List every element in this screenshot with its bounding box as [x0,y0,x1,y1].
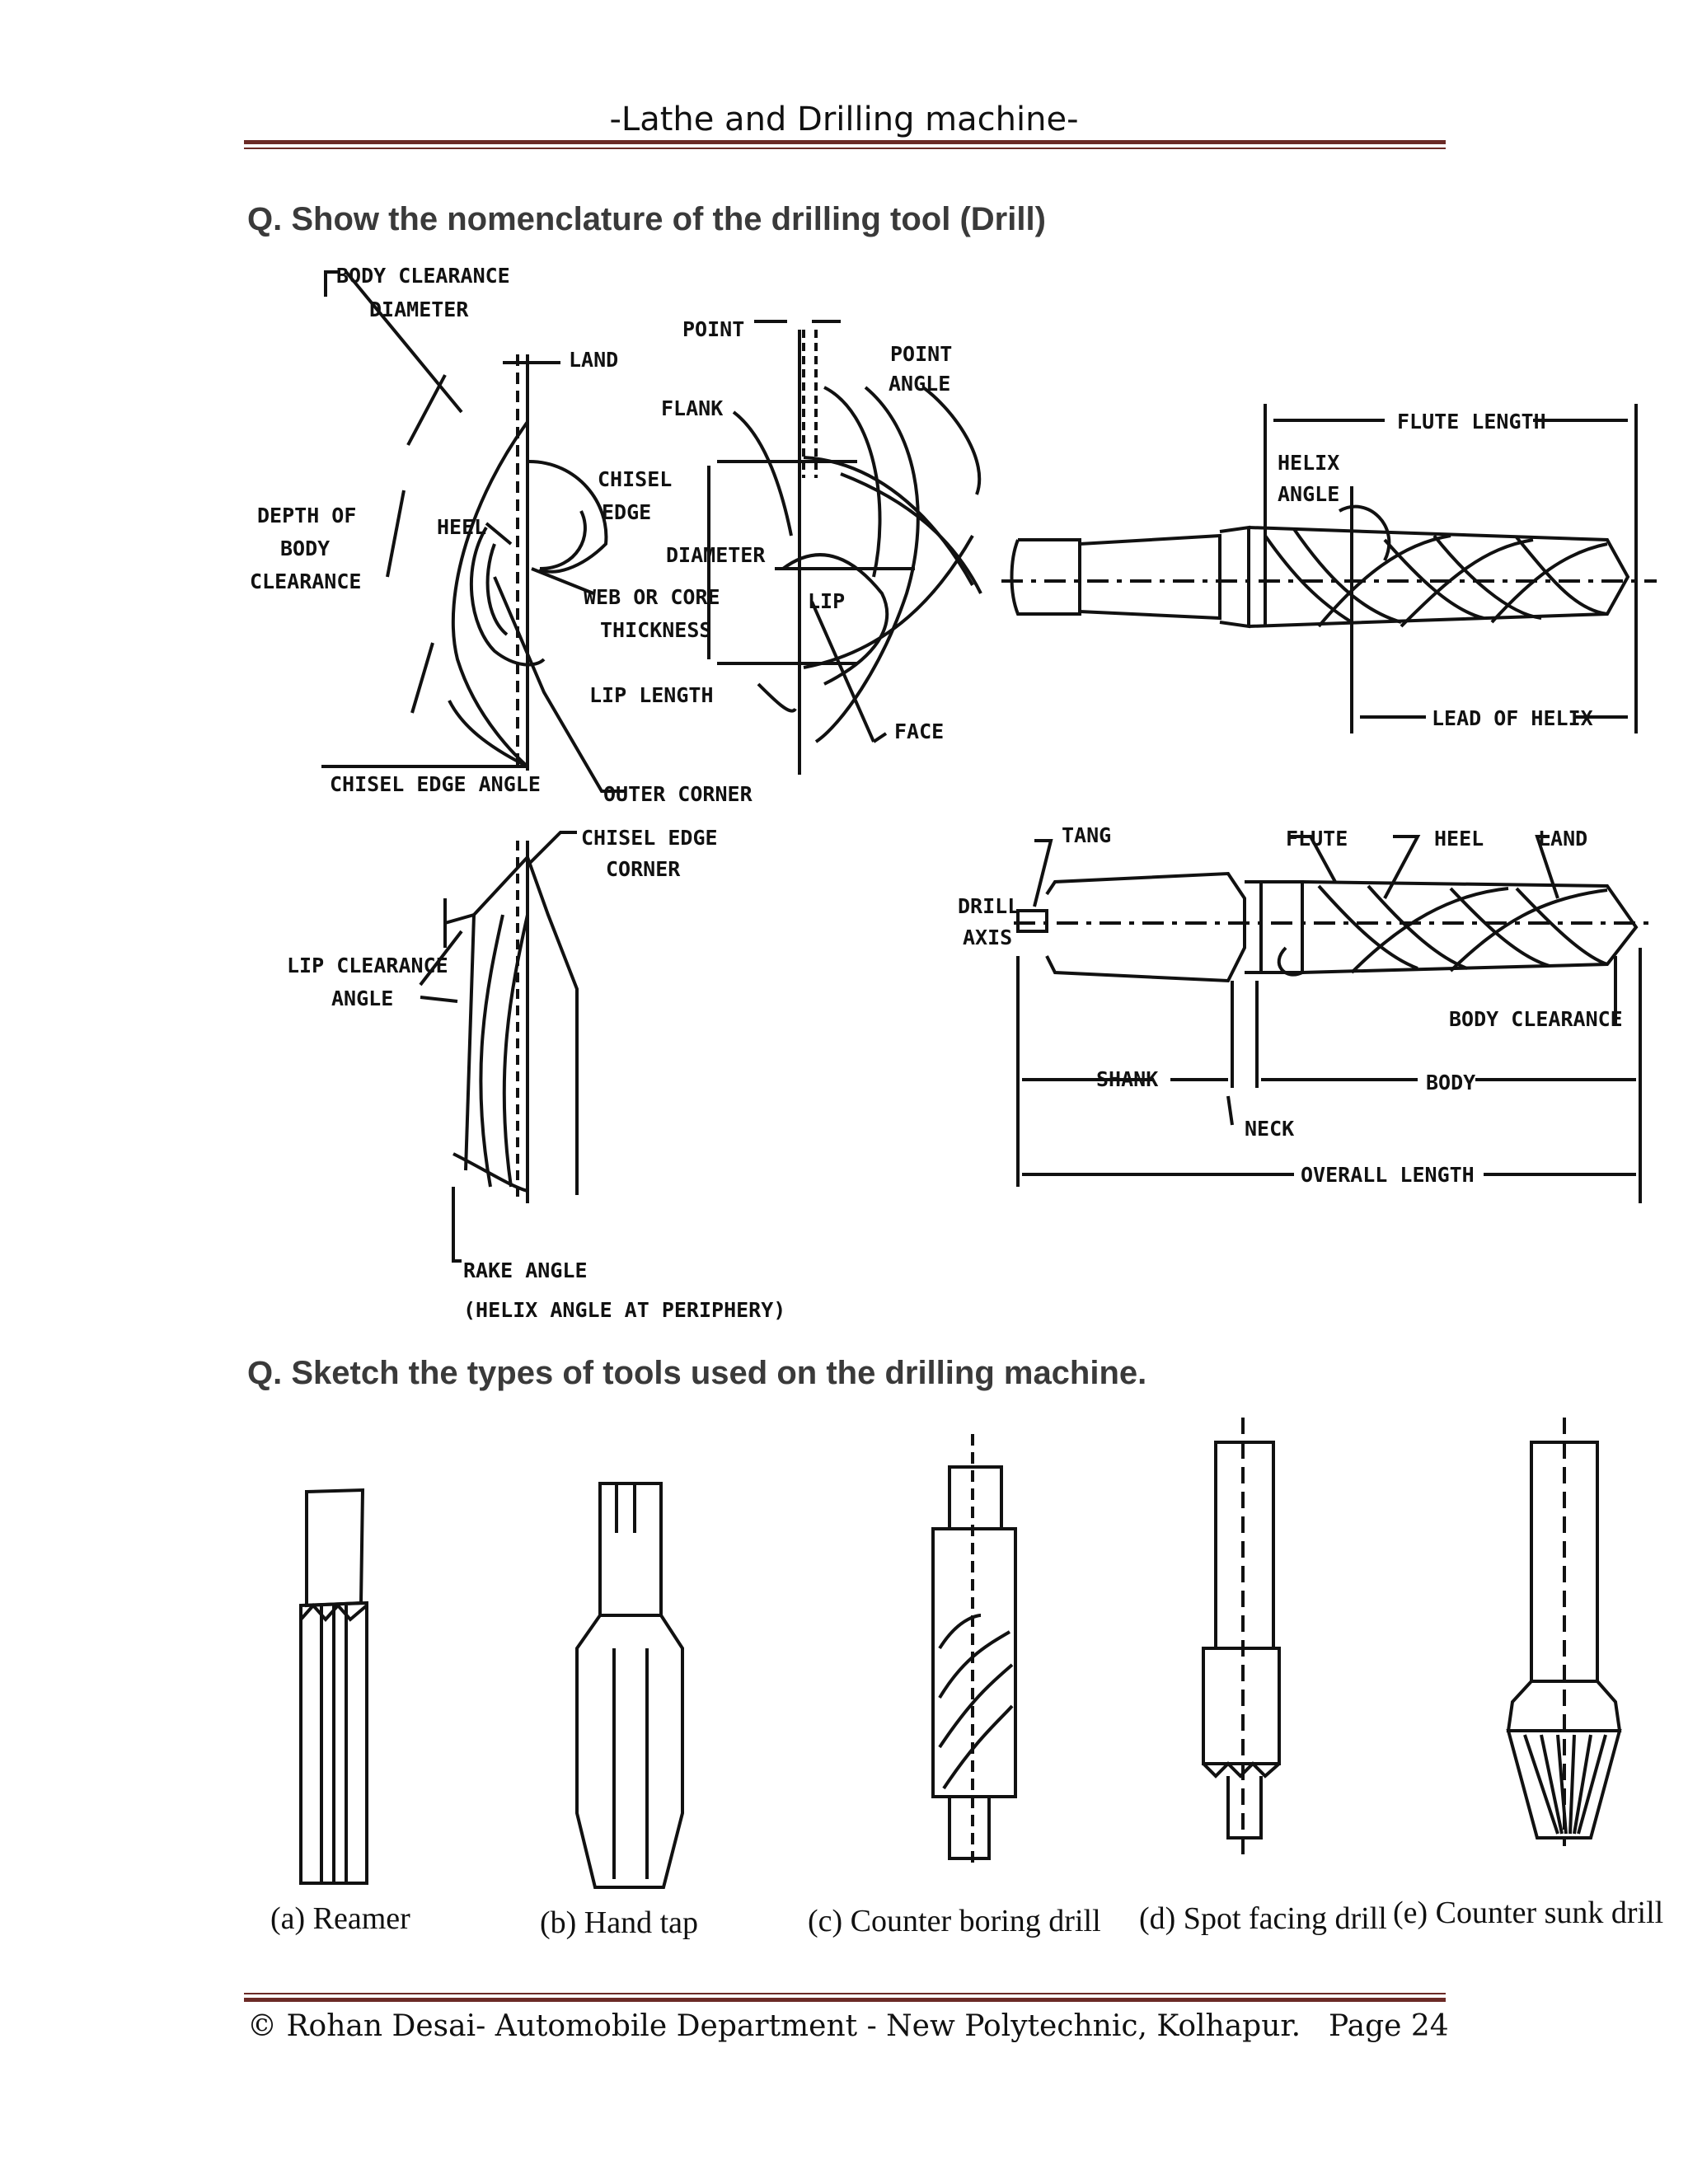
label-chisel-edge-1: CHISEL [598,467,672,491]
label-lip-clearance-2: ANGLE [331,987,393,1010]
label-chisel-edge-corner-1: CHISEL EDGE [581,826,718,850]
label-diameter: DIAMETER [666,543,766,567]
label-depth-1: DEPTH OF [257,504,356,527]
hand-tap-drawing [575,1482,684,1889]
label-outer-corner: OUTER CORNER [603,782,753,806]
label-tang: TANG [1062,823,1111,847]
label-helix-angle-2: ANGLE [1278,482,1339,506]
caption-hand-tap: (b) Hand tap [540,1905,698,1940]
footer-credit: © Rohan Desai- Automobile Department - N… [247,2009,1301,2043]
label-body-clearance-diameter-1: BODY CLEARANCE [336,264,510,288]
label-lead-of-helix: LEAD OF HELIX [1432,706,1593,730]
label-point-angle-1: POINT [890,342,952,366]
label-chisel-edge-corner-2: CORNER [606,857,681,881]
label-drill-axis-1: DRILL [958,894,1020,918]
label-body: BODY [1426,1071,1475,1094]
label-depth-2: BODY [280,537,330,560]
label-depth-3: CLEARANCE [250,569,361,593]
label-lip: LIP [808,589,845,613]
question-tools: Q. Sketch the types of tools used on the… [247,1355,1147,1391]
label-flute: FLUTE [1286,827,1348,851]
label-chisel-edge-angle: CHISEL EDGE ANGLE [330,772,541,796]
label-point-angle-2: ANGLE [889,372,950,396]
drill-end-view [321,270,626,793]
header-rule-thin [244,148,1446,149]
header-title: -Lathe and Drilling machine- [609,101,1079,138]
label-body-clearance: BODY CLEARANCE [1449,1007,1623,1031]
drill-full-view [1014,835,1657,1203]
label-rake-angle-1: RAKE ANGLE [463,1258,588,1282]
footer-rule-thin [244,1993,1446,1994]
label-heel-left: HEEL [437,515,486,539]
label-drill-axis-2: AXIS [963,926,1012,949]
label-chisel-edge-2: EDGE [602,500,651,524]
label-flute-length: FLUTE LENGTH [1397,410,1546,434]
label-land-top: LAND [569,348,618,372]
label-helix-angle-1: HELIX [1278,451,1339,475]
label-heel: HEEL [1434,827,1484,851]
caption-spot-facing-drill: (d) Spot facing drill [1139,1901,1387,1936]
label-shank: SHANK [1096,1067,1158,1091]
counter-boring-drill-drawing [931,1434,1017,1863]
spot-facing-drill-drawing [1202,1418,1281,1854]
drill-point-side-view [707,320,982,775]
label-overall-length: OVERALL LENGTH [1301,1163,1475,1187]
label-lip-length: LIP LENGTH [589,683,714,707]
label-rake-angle-2: (HELIX ANGLE AT PERIPHERY) [463,1298,785,1322]
caption-counter-sunk-drill: (e) Counter sunk drill [1393,1896,1663,1930]
label-neck: NECK [1245,1117,1294,1141]
label-lip-clearance-1: LIP CLEARANCE [287,954,448,977]
drill-pictorial-top [1001,404,1657,733]
footer-rule [244,1998,1446,2002]
label-face: FACE [894,719,944,743]
label-web-2: THICKNESS [600,618,711,642]
label-web-1: WEB OR CORE [584,585,720,609]
question-nomenclature: Q. Show the nomenclature of the drilling… [247,201,1046,237]
page-number: Page 24 [1329,2009,1449,2043]
header-rule [244,140,1446,144]
label-land: LAND [1538,827,1587,851]
caption-reamer: (a) Reamer [270,1901,410,1936]
label-body-clearance-diameter-2: DIAMETER [369,298,469,321]
label-flank: FLANK [661,396,723,420]
drill-lip-clearance-view [419,831,579,1263]
caption-counter-boring-drill: (c) Counter boring drill [808,1904,1101,1938]
label-point: POINT [682,317,744,341]
counter-sunk-drill-drawing [1506,1418,1622,1846]
reamer-drawing [299,1488,368,1885]
